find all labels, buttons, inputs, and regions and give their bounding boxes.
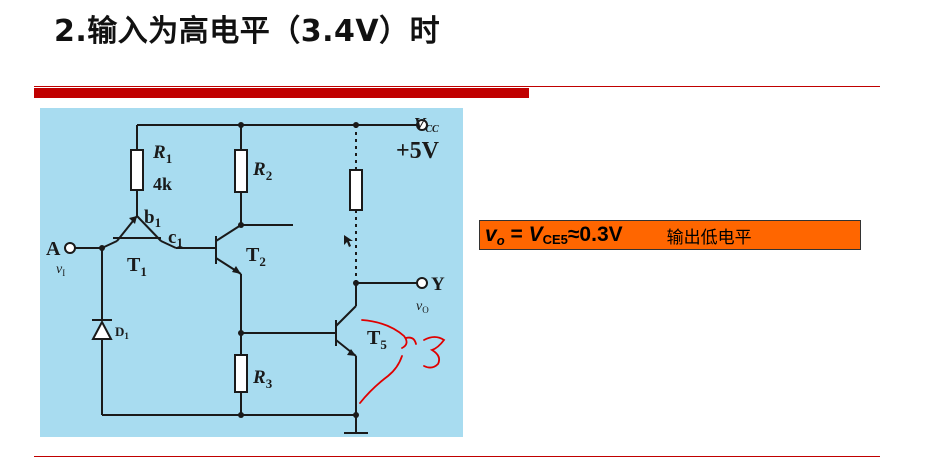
vcc-label: VCC (414, 114, 439, 135)
r3-label: R3 (252, 367, 273, 391)
input-label: A (46, 238, 61, 260)
t2-emitter-arrow (232, 266, 241, 274)
slide-title: 2.输入为高电平（3.4V）时 (54, 14, 441, 49)
r1-label: R1 (152, 142, 172, 166)
footer-line (34, 456, 880, 457)
r1-value: 4k (153, 174, 172, 194)
d1-diode (91, 319, 113, 340)
r1-resistor (130, 149, 144, 191)
vce-symbol: V (528, 223, 543, 246)
circuit-wires (74, 124, 417, 434)
vcc-terminal (416, 119, 428, 131)
diagram-background (40, 108, 463, 437)
t5-emitter-arrow (347, 349, 356, 356)
title-underline-bar (34, 88, 529, 98)
cursor-icon (344, 235, 353, 247)
circuit-diagram: VCC +5V R1 4k R2 R3 b1 c1 T1 T2 T5 D1 A … (40, 108, 463, 437)
c1-label: c1 (168, 227, 183, 250)
t1-emitter-arrow (129, 216, 137, 224)
d1-label: D1 (115, 324, 129, 341)
input-signal-label: vI (56, 262, 65, 278)
r3-resistor (234, 354, 248, 393)
t5-label: T5 (367, 327, 387, 352)
output-signal-label: vO (416, 299, 429, 315)
output-terminal (416, 277, 428, 289)
supply-label: +5V (396, 138, 440, 164)
title-underline-thin (34, 86, 880, 87)
r2-label: R2 (252, 159, 272, 183)
b1-label: b1 (144, 207, 161, 230)
equals-sign: = (504, 223, 523, 246)
r2-resistor (234, 149, 248, 193)
output-status: 输出低电平 (666, 227, 752, 248)
vce-subscript: CE5 (542, 231, 568, 247)
result-value: ≈0.3V (567, 223, 623, 246)
t1-label: T1 (127, 254, 147, 279)
junction-dots (99, 122, 359, 418)
input-terminal (64, 242, 76, 254)
r4-resistor (349, 169, 363, 211)
vo-symbol: vo (485, 223, 505, 248)
t2-label: T2 (246, 244, 266, 269)
output-label: Y (431, 274, 445, 295)
handwritten-annotation (359, 319, 446, 404)
